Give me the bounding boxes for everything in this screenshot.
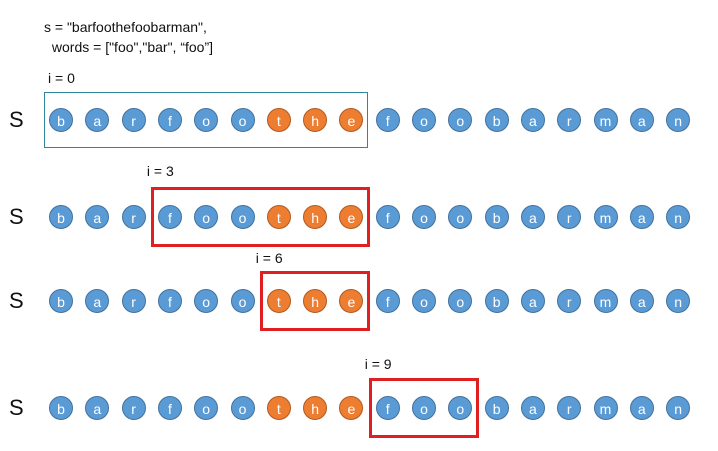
char-circle: a — [520, 396, 545, 420]
char-circle: n — [666, 205, 691, 229]
char-circle: r — [557, 108, 582, 132]
char-circle: e — [339, 108, 364, 132]
char-circle: r — [121, 396, 146, 420]
char-circle: f — [375, 205, 400, 229]
i-label: i = 3 — [146, 163, 174, 179]
char-circle: o — [194, 108, 219, 132]
char-circle: b — [484, 396, 509, 420]
char-circle: n — [666, 289, 691, 313]
char-circle: o — [194, 289, 219, 313]
char-circle: o — [448, 289, 473, 313]
char-circle: f — [157, 108, 182, 132]
char-circle: o — [230, 205, 255, 229]
s-label: S — [9, 107, 24, 132]
char-circle: m — [593, 289, 618, 313]
char-circle: a — [85, 289, 110, 313]
i-label: i = 6 — [255, 250, 283, 266]
char-circle: b — [484, 205, 509, 229]
char-circle: h — [303, 396, 328, 420]
char-circle: r — [121, 205, 146, 229]
char-circle: o — [412, 396, 436, 420]
char-circle: f — [375, 108, 400, 132]
char-circle: o — [230, 108, 255, 132]
char-circle: e — [339, 205, 364, 229]
char-circle: f — [157, 289, 182, 313]
char-circle: h — [303, 108, 328, 132]
char-circle: n — [666, 396, 691, 420]
char-circle: r — [121, 108, 146, 132]
char-circle: m — [593, 396, 618, 420]
char-circle: b — [49, 289, 73, 313]
char-circle: t — [266, 289, 291, 313]
char-circle: a — [85, 396, 110, 420]
char-circle: b — [484, 108, 509, 132]
char-circle: o — [448, 108, 473, 132]
i-label: i = 9 — [364, 356, 392, 372]
char-circle: o — [412, 205, 436, 229]
char-circle: t — [266, 108, 291, 132]
char-circle: a — [629, 108, 654, 132]
char-circle: o — [230, 396, 255, 420]
char-circle: b — [49, 108, 73, 132]
char-circle: r — [557, 396, 582, 420]
char-circle: f — [157, 205, 182, 229]
header-line-1: s = "barfoothefoobarman", — [44, 19, 207, 35]
char-circle: a — [629, 289, 654, 313]
char-circle: a — [520, 289, 545, 313]
s-label: S — [9, 288, 24, 313]
char-circle: m — [593, 108, 618, 132]
window-box — [259, 271, 371, 331]
char-circle: a — [629, 396, 654, 420]
char-circle: a — [520, 205, 545, 229]
char-circle: t — [266, 205, 291, 229]
char-circle: r — [557, 289, 582, 313]
char-circle: o — [194, 396, 219, 420]
header-line-2: words = ["foo","bar", “foo”] — [48, 39, 213, 55]
char-circle: t — [266, 396, 291, 420]
char-circle: r — [121, 289, 146, 313]
s-label: S — [9, 204, 24, 229]
char-circle: b — [49, 396, 73, 420]
char-circle: a — [520, 108, 545, 132]
char-circle: b — [49, 205, 73, 229]
char-circle: a — [85, 108, 110, 132]
char-circle: f — [157, 396, 182, 420]
s-label: S — [9, 395, 24, 420]
char-circle: f — [375, 396, 400, 420]
char-circle: o — [412, 289, 436, 313]
char-circle: o — [448, 205, 473, 229]
char-circle: h — [303, 289, 328, 313]
char-circle: a — [85, 205, 110, 229]
char-circle: o — [194, 205, 219, 229]
window-box — [368, 378, 480, 438]
char-circle: f — [375, 289, 400, 313]
char-circle: e — [339, 289, 364, 313]
char-circle: e — [339, 396, 364, 420]
window-box — [150, 187, 371, 247]
char-circle: n — [666, 108, 691, 132]
char-circle: o — [230, 289, 255, 313]
char-circle: o — [448, 396, 473, 420]
i-label: i = 0 — [48, 70, 75, 86]
char-circle: m — [593, 205, 618, 229]
window-box — [44, 92, 369, 148]
char-circle: h — [303, 205, 328, 229]
char-circle: b — [484, 289, 509, 313]
char-circle: a — [629, 205, 654, 229]
char-circle: o — [412, 108, 436, 132]
char-circle: r — [557, 205, 582, 229]
